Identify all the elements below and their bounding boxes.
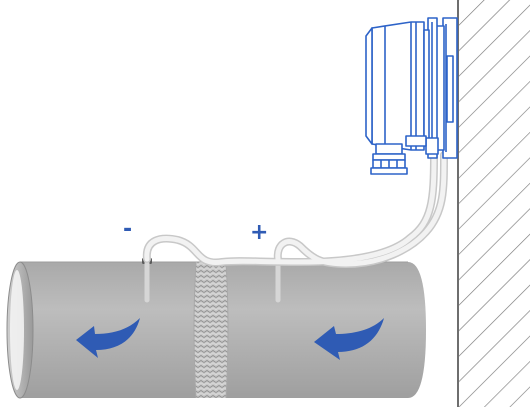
plus-label: +	[250, 220, 269, 245]
pipe-collar	[193, 261, 229, 399]
flow-arrow-right	[314, 318, 384, 360]
flow-arrow-left	[76, 318, 140, 358]
impulse-tubes	[142, 151, 448, 268]
transmitter-icon	[365, 17, 458, 175]
minus-label: -	[123, 217, 133, 242]
wall	[457, 0, 530, 407]
